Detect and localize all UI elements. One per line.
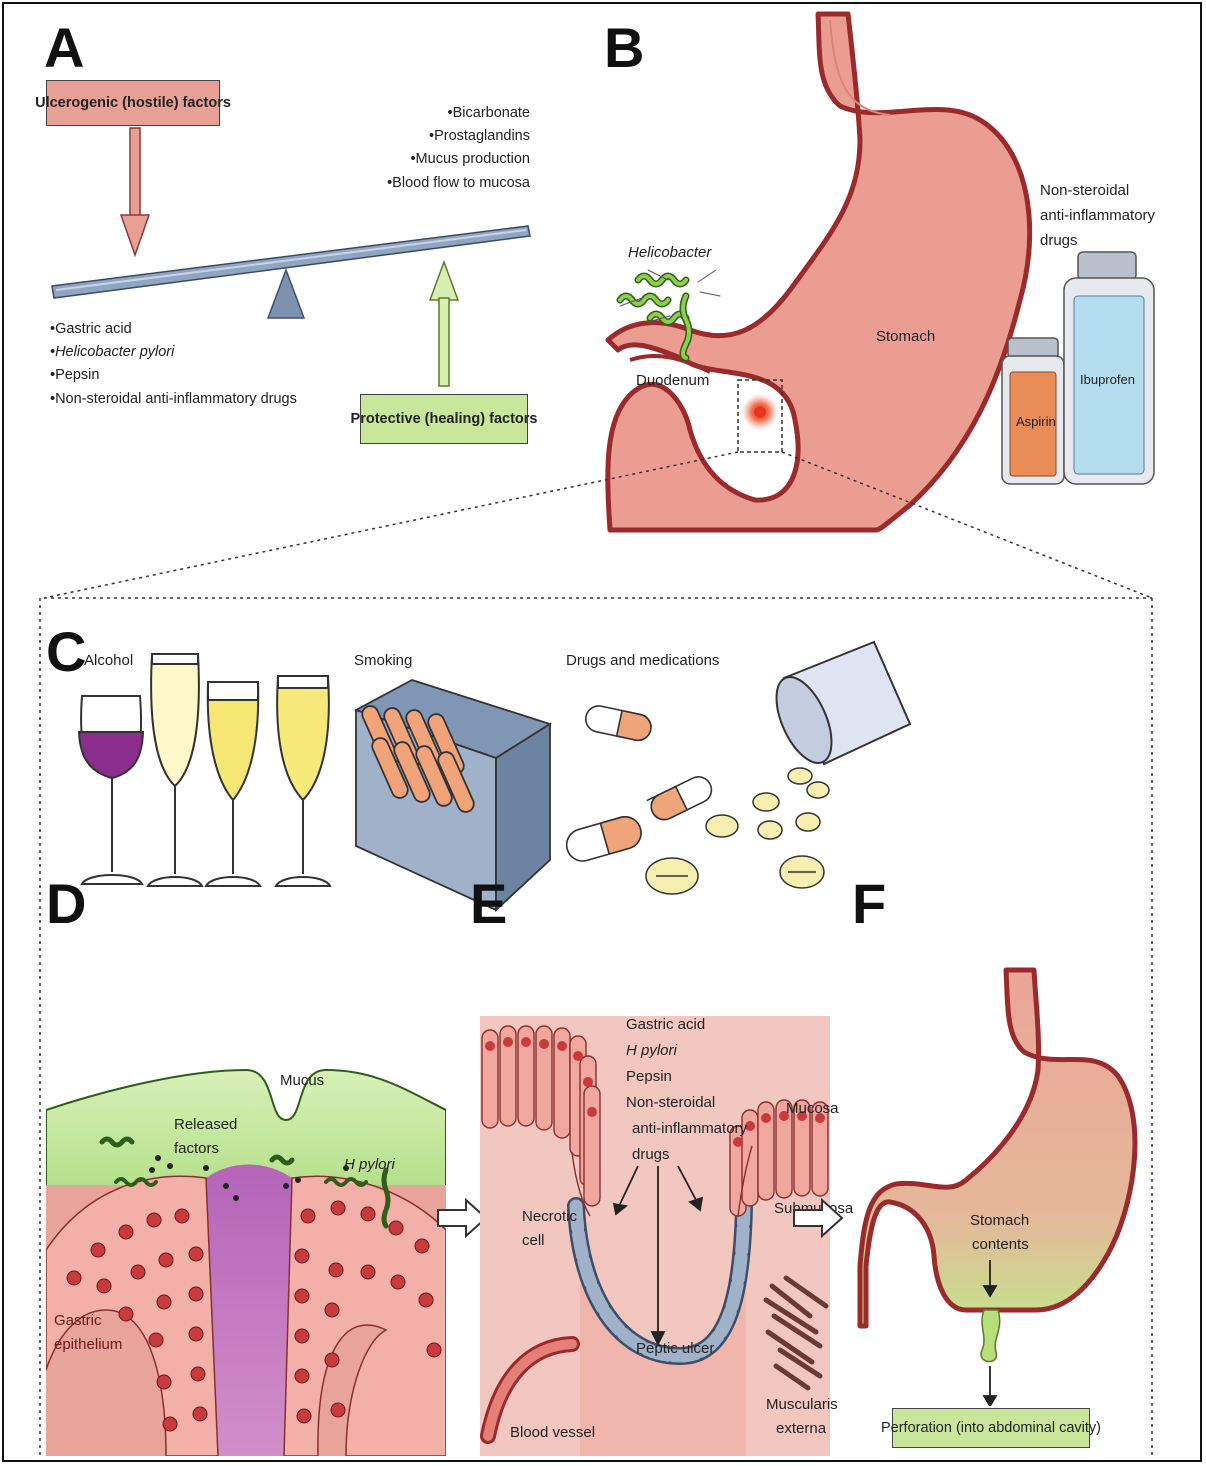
e-list-item: Non-steroidal xyxy=(626,1094,715,1113)
gastric-epithelium-label-2: epithelium xyxy=(54,1336,122,1355)
e-list-item: H pylori xyxy=(626,1042,677,1061)
e-list-item-cont: drugs xyxy=(632,1146,670,1165)
stomach-contents-label-1: Stomach xyxy=(970,1212,1029,1231)
muscularis-externa-label-1: Muscularis xyxy=(766,1396,838,1415)
champagne-glass-2 xyxy=(206,682,260,886)
peptic-ulcer-label: Peptic ulcer xyxy=(636,1340,714,1359)
stomach-contents-label-2: contents xyxy=(972,1236,1029,1255)
cigarette-pack xyxy=(356,680,550,910)
perforated-stomach-illustration xyxy=(856,966,1146,1406)
necrotic-cell-label-1: Necrotic xyxy=(522,1208,577,1227)
muscularis-externa-label-2: externa xyxy=(776,1420,826,1439)
gastric-epithelium-label-1: Gastric xyxy=(54,1312,102,1331)
gastric-epithelium-illustration xyxy=(46,1010,446,1456)
panel-d-letter: D xyxy=(46,876,86,932)
wine-glass-red xyxy=(79,696,143,884)
blood-vessel-label: Blood vessel xyxy=(510,1424,595,1443)
released-factors-label-2: factors xyxy=(174,1140,219,1159)
mucosa-label: Mucosa xyxy=(786,1100,839,1119)
stomach-f-shape xyxy=(860,970,1135,1326)
mucus-label: Mucus xyxy=(280,1072,324,1091)
panel-e-letter: E xyxy=(470,876,507,932)
capsule-pill xyxy=(563,704,716,865)
e-list-item: Gastric acid xyxy=(626,1016,705,1035)
arrow-e-to-f xyxy=(792,1196,844,1240)
perforation-box: Perforation (into abdominal cavity) xyxy=(892,1408,1090,1448)
medicine-cup xyxy=(765,642,910,771)
e-list-item-cont: anti-inflammatory xyxy=(632,1120,747,1139)
champagne-glass-3 xyxy=(276,676,330,886)
released-factors-label-1: Released xyxy=(174,1116,237,1135)
champagne-glass-1 xyxy=(148,654,202,886)
risk-factors-illustration xyxy=(60,640,960,920)
h-pylori-label: H pylori xyxy=(344,1156,395,1175)
perforation-leak xyxy=(981,1310,1000,1362)
e-list-item: Pepsin xyxy=(626,1068,672,1087)
gastric-pit xyxy=(206,1165,292,1457)
panel-f-letter: F xyxy=(852,876,886,932)
necrotic-cell-label-2: cell xyxy=(522,1232,545,1251)
